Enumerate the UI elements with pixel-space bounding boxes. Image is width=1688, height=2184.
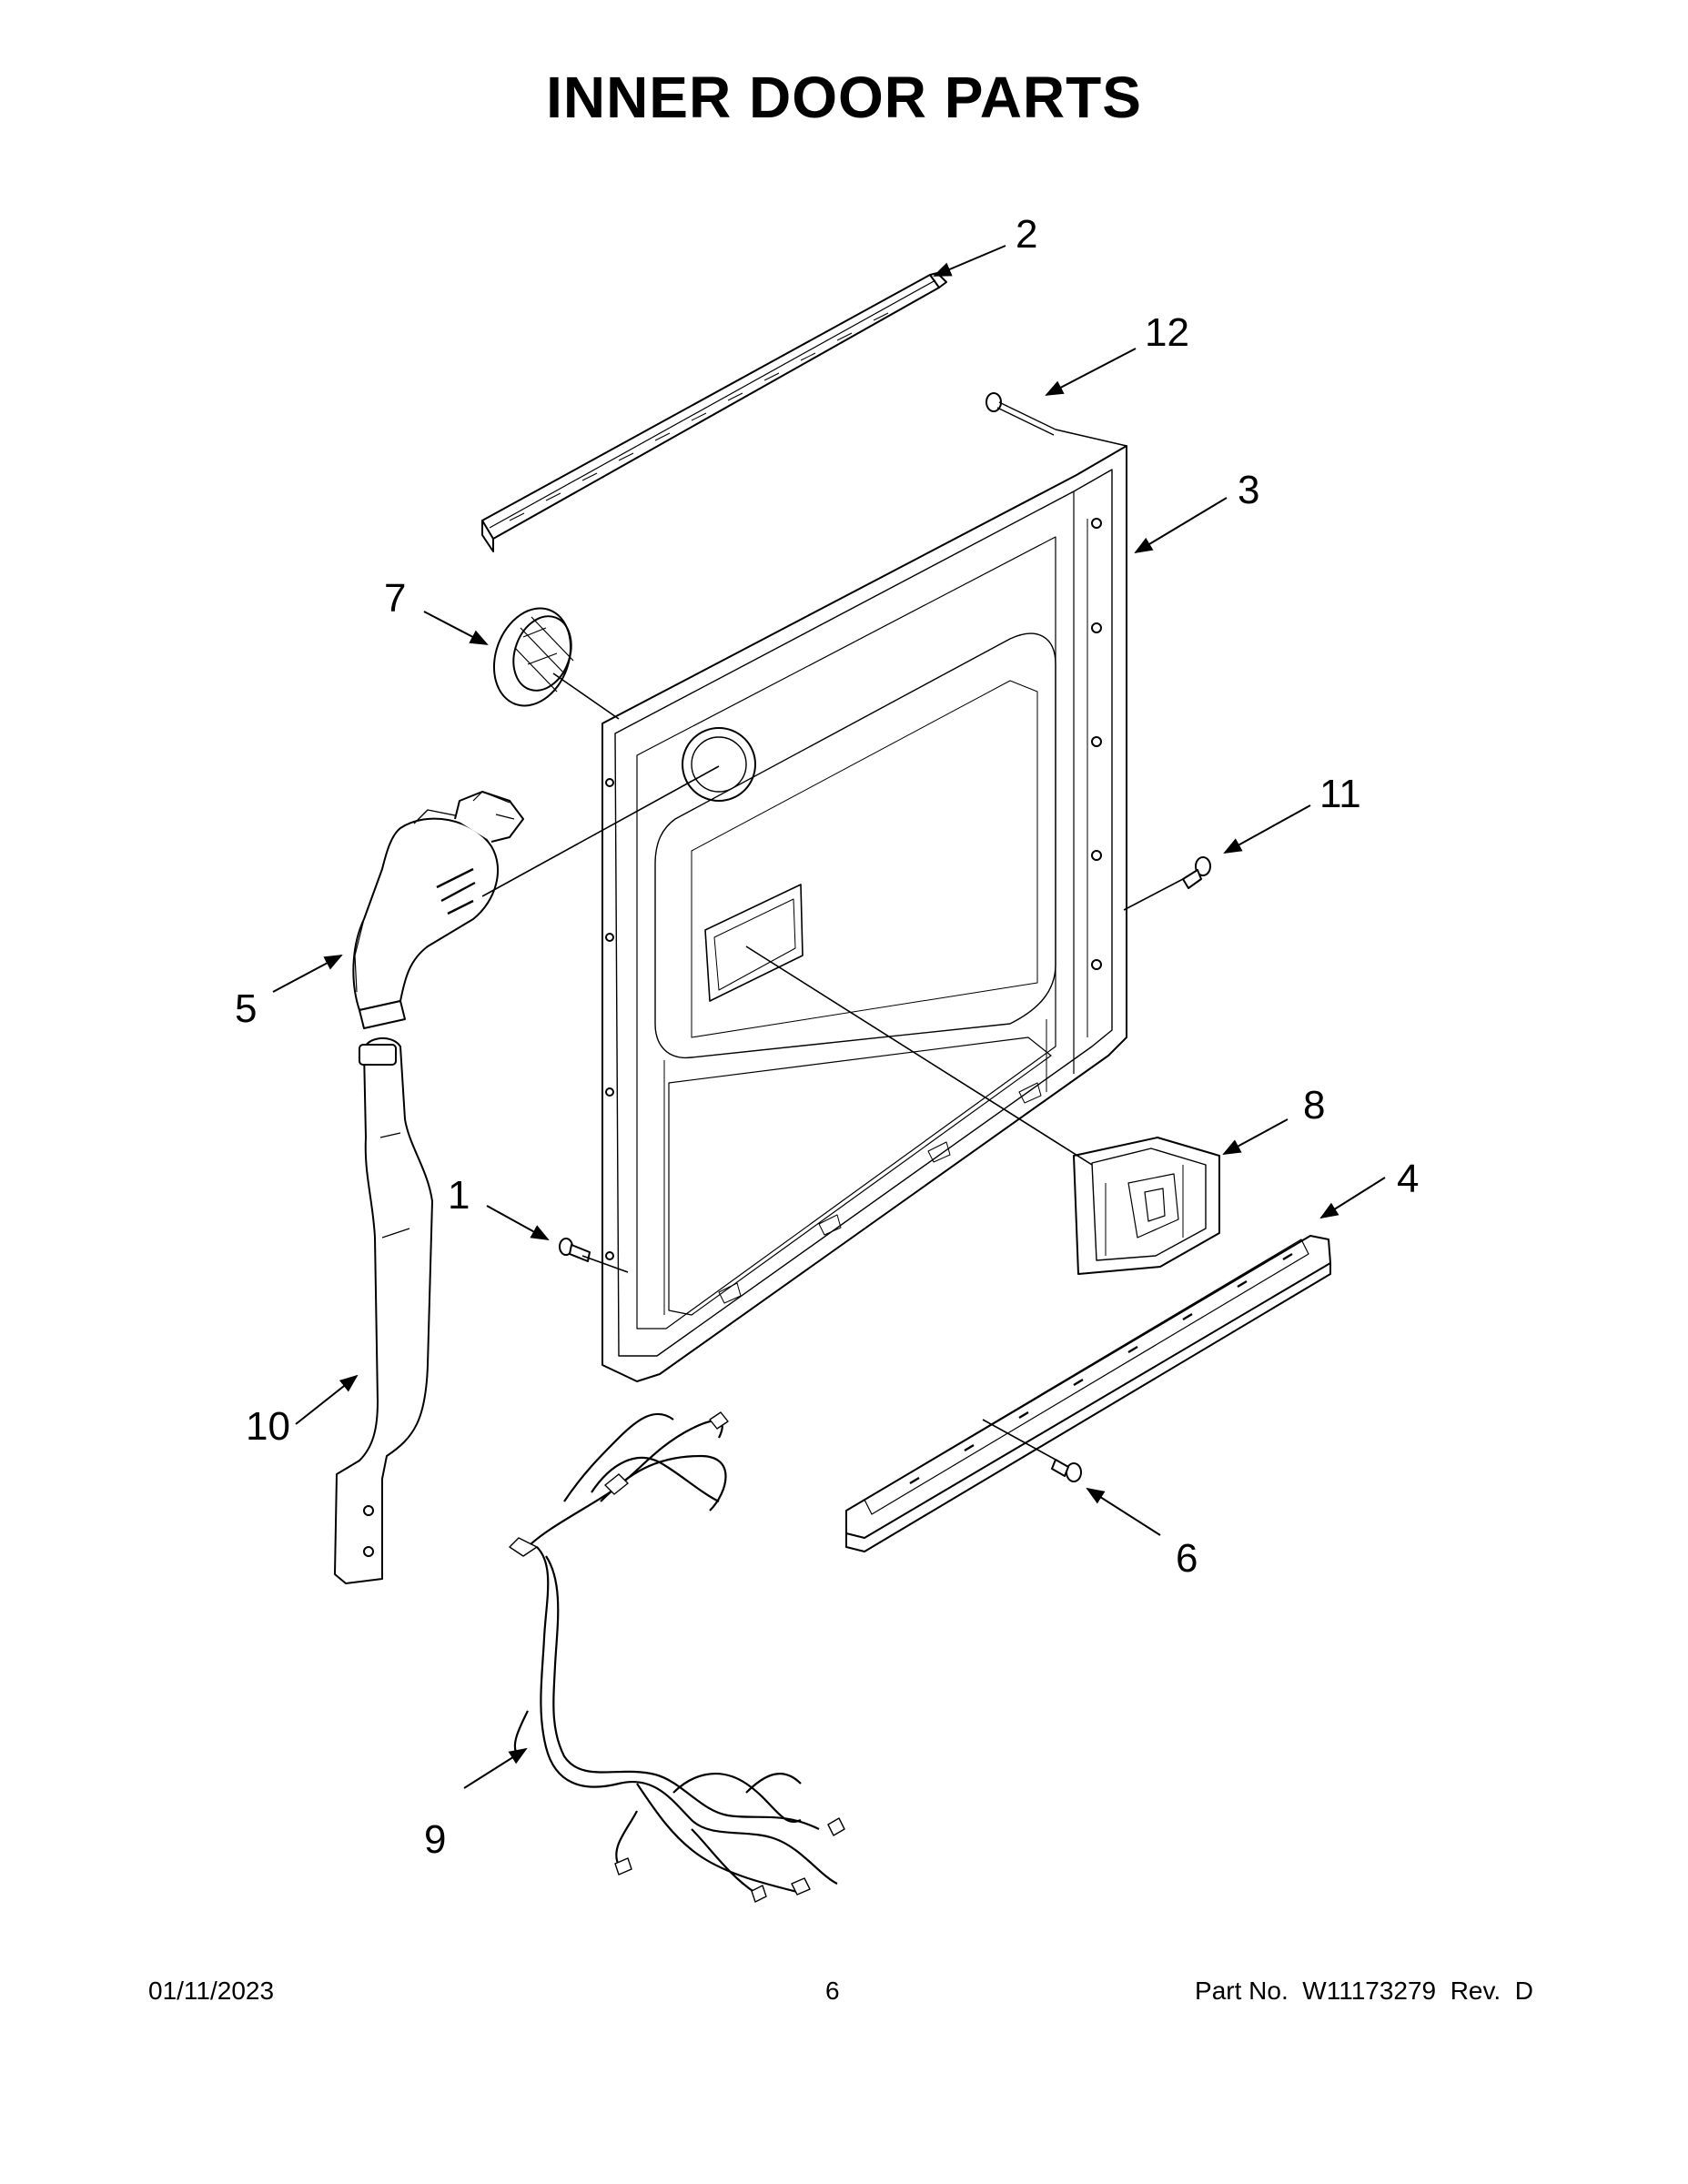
part-label: Part No.: [1195, 1977, 1289, 2005]
callout-12: 12: [1145, 310, 1189, 355]
callout-10: 10: [246, 1404, 290, 1449]
part-9-wire-harness: [509, 1411, 845, 1903]
footer-date: 01/11/2023: [148, 1977, 275, 2005]
callout-1: 1: [448, 1173, 470, 1218]
part-number: W11173279: [1302, 1977, 1437, 2005]
part-6-screw: [1051, 1459, 1082, 1482]
footer-page-number: 6: [825, 1977, 840, 2005]
footer-part-number: Part No. W11173279 Rev. D: [1195, 1977, 1533, 2006]
callout-9: 9: [424, 1817, 446, 1862]
part-12-screw: [986, 392, 1056, 436]
assembly-lines: [481, 429, 1184, 1461]
callout-11: 11: [1319, 772, 1361, 816]
part-3-inner-door-panel: [601, 445, 1127, 1382]
part-7-vent-cap: [492, 607, 574, 707]
part-5-vent-assembly: [352, 791, 524, 1029]
part-8-dispenser-module: [1073, 1137, 1220, 1275]
rev-label: Rev.: [1450, 1977, 1501, 2005]
callout-2: 2: [1016, 212, 1037, 257]
part-2-vent-strip: [481, 272, 947, 552]
part-4-bottom-trim: [845, 1235, 1331, 1552]
callout-5: 5: [235, 986, 257, 1031]
callout-6: 6: [1176, 1536, 1198, 1581]
callout-4: 4: [1397, 1157, 1419, 1201]
callout-7: 7: [384, 576, 406, 621]
callout-8: 8: [1303, 1083, 1325, 1127]
part-1-screw: [559, 1238, 591, 1262]
callout-arrows: [272, 245, 1386, 1789]
part-10-duct: [334, 1037, 433, 1584]
rev-value: D: [1514, 1977, 1533, 2005]
part-11-screw: [1182, 856, 1211, 889]
callout-3: 3: [1238, 468, 1259, 512]
callout-labels: 2 12 3 7 11 5 8 1 4 10 6 9: [235, 212, 1419, 1862]
page-title: INNER DOOR PARTS: [546, 65, 1142, 130]
